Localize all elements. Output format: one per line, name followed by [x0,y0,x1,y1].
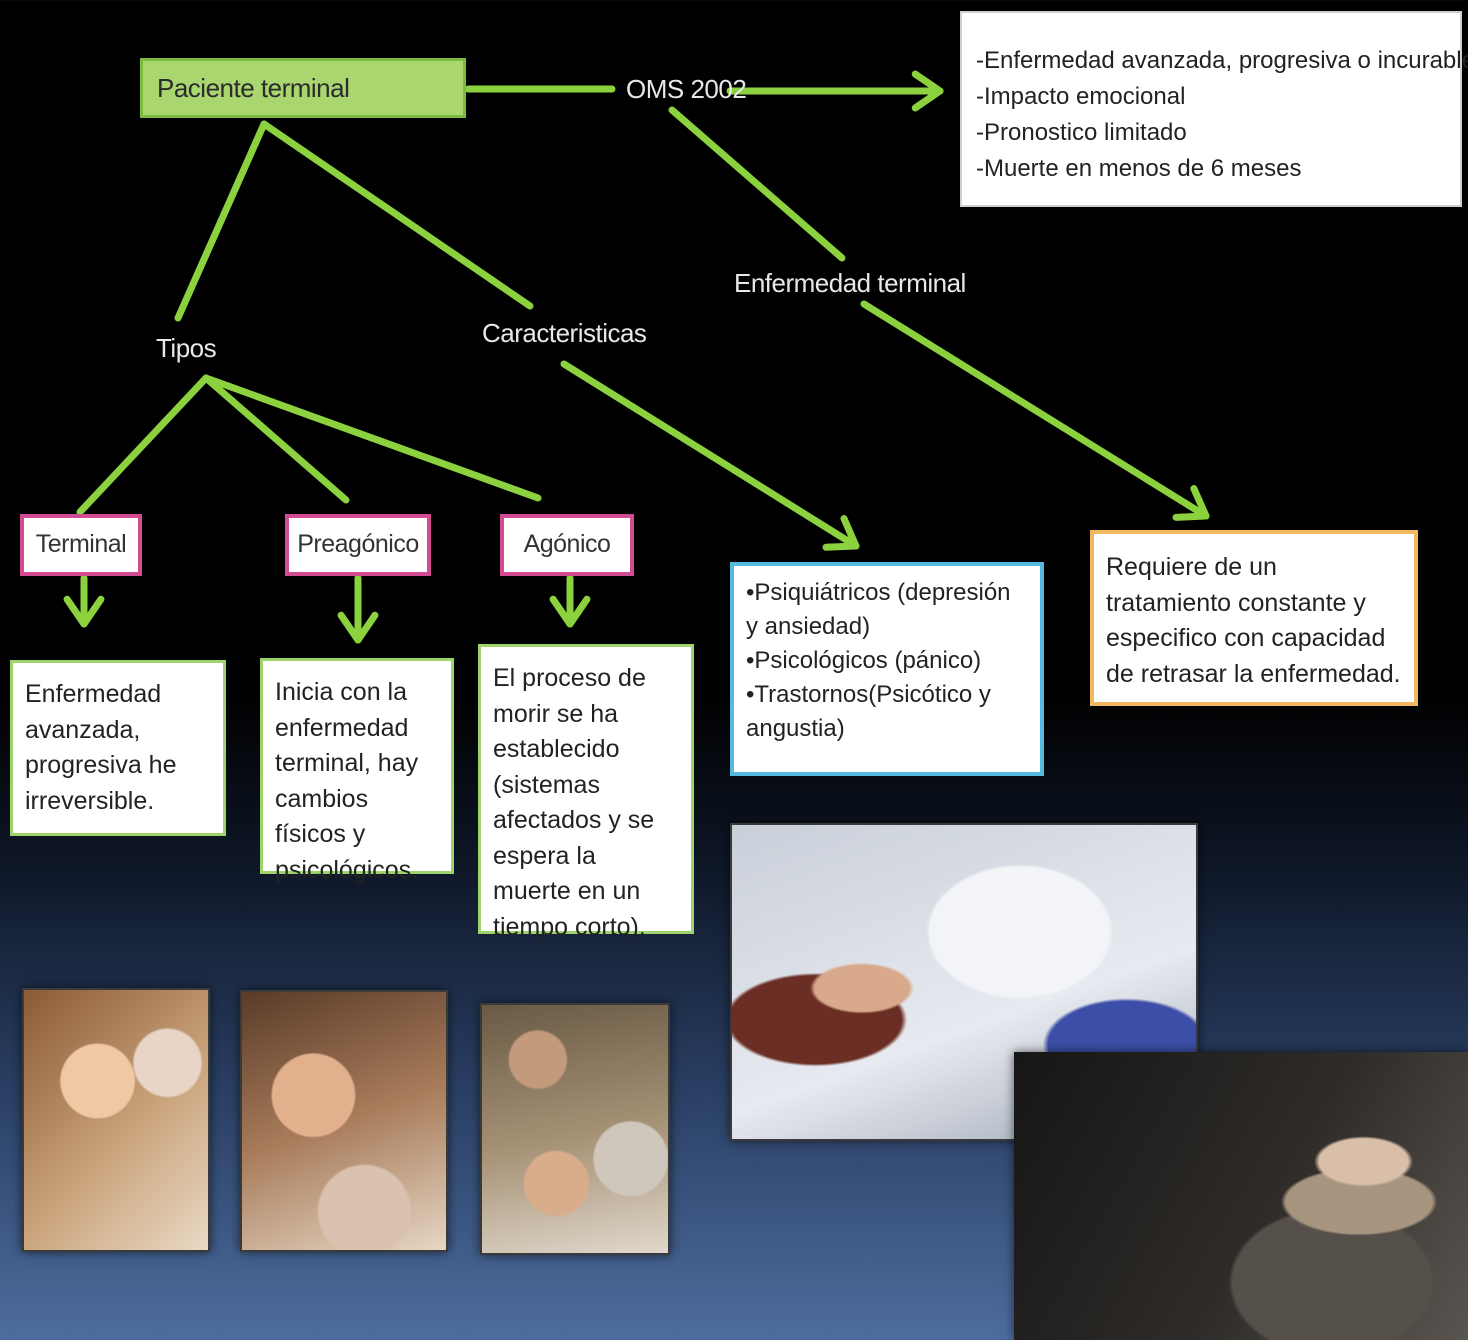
connector-root-to-caracteristicas [260,120,534,310]
photo-terminal-patient [22,988,210,1252]
caracteristicas-label: Caracteristicas [482,318,647,348]
arrow-preagonico-to-desc-head [337,611,379,644]
connector-root-to-tipos [174,120,268,322]
oms-criterion: -Enfermedad avanzada, progresiva o incur… [976,47,1468,74]
psych-characteristics-box: •Psiquiátricos (depresión y ansiedad) •P… [730,562,1044,776]
oms-criteria-box: -Enfermedad avanzada, progresiva o incur… [960,11,1468,207]
photo-distressed-woman [1014,1052,1468,1340]
photo-preagonic-patient [240,990,448,1252]
connector-tipos-to-terminal [76,374,210,516]
arrow-terminal-to-desc-head [63,595,105,628]
characteristic-item: •Trastornos(Psicótico y angustia) [746,681,991,743]
desc-box-terminal: Enfermedad avanzada, progresiva he irrev… [10,660,226,836]
enfermedad-terminal-label: Enfermedad terminal [734,268,966,298]
connector-oms-to-enfermedad-terminal [668,106,846,262]
type-box-terminal: Terminal [20,514,142,576]
oms-criterion: -Impacto emocional [976,83,1186,110]
arrow-agonico-to-desc-head [549,595,591,628]
arrow-enfermedad-terminal-to-treatment-line [860,300,1210,520]
connector-tipos-to-preagonico [202,374,350,504]
desc-box-agonico: El proceso de morir se ha establecido (s… [478,644,694,941]
characteristic-item: •Psiquiátricos (depresión y ansiedad) [746,579,1011,641]
tipos-label: Tipos [156,333,217,363]
connector-tipos-to-agonico [202,374,542,502]
root-node-paciente-terminal: Paciente terminal [140,58,466,118]
treatment-box: Requiere de un tratamiento constante y e… [1090,530,1418,706]
arrow-oms-to-criteria-head [911,70,944,112]
type-box-preagonico: Preagónico [285,514,431,576]
type-box-agonico: Agónico [500,514,634,576]
arrow-enfermedad-terminal-to-treatment-head [1172,485,1210,521]
oms-criterion: -Pronostico limitado [976,119,1187,146]
arrow-caracteristicas-to-psych-box-head [822,515,860,551]
oms-criterion: -Muerte en menos de 6 meses [976,155,1302,182]
oms-2002-label: OMS 2002 [626,74,747,104]
photo-agonic-patient [480,1003,670,1255]
arrow-caracteristicas-to-psych-box-line [560,360,860,550]
desc-box-preagonico: Inicia con la enfermedad terminal, hay c… [260,658,454,884]
characteristic-item: •Psicológicos (pánico) [746,647,982,675]
